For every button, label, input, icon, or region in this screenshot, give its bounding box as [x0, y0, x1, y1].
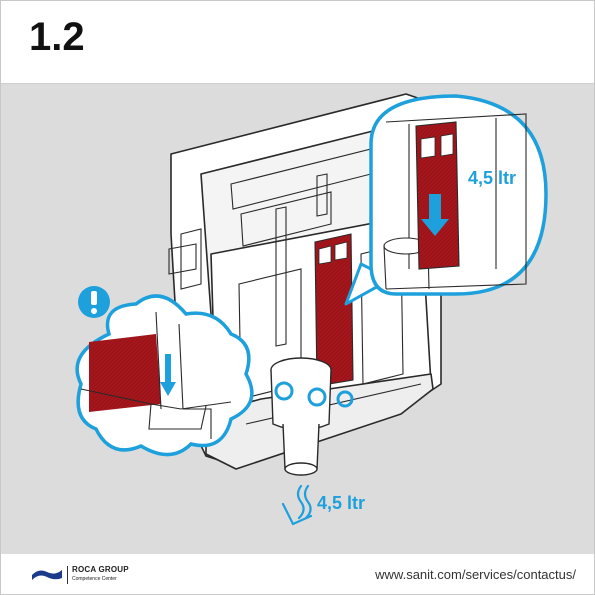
callout-top-magnifier	[344, 94, 548, 306]
footer: ROCA GROUP Competence Center www.sanit.c…	[1, 554, 594, 594]
step-number: 1.2	[29, 15, 85, 59]
logo-name: ROCA GROUP	[72, 565, 129, 574]
logo-divider	[67, 566, 68, 584]
red-volume-insert	[314, 233, 354, 387]
roca-group-logo: ROCA GROUP Competence Center	[31, 564, 141, 586]
instruction-illustration: 4,5 ltr 4,5 ltr	[1, 84, 594, 554]
water-flow-icon	[281, 484, 313, 526]
clip-highlight-circles	[274, 381, 354, 408]
contact-url: www.sanit.com/services/contactus/	[375, 567, 576, 582]
down-arrow-icon	[160, 354, 176, 396]
warning-exclamation-icon	[78, 286, 110, 318]
logo-subtitle: Competence Center	[72, 576, 117, 582]
down-arrow-icon	[421, 194, 449, 236]
callout-left-detail	[75, 294, 254, 457]
cistern-diagram	[75, 93, 548, 526]
callout-bottom-volume-label: 4,5 ltr	[317, 493, 366, 513]
callout-top-volume-label: 4,5 ltr	[468, 168, 517, 188]
outlet-pipe	[270, 357, 332, 476]
header: 1.2	[1, 1, 594, 84]
sanit-logo-icon	[32, 570, 62, 580]
